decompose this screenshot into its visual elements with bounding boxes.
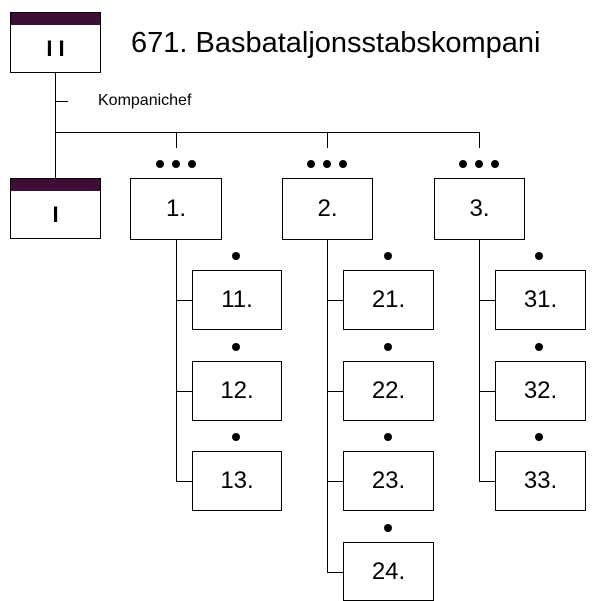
section-dot — [232, 433, 240, 441]
section-connector — [176, 481, 192, 482]
company-size-symbol: I — [52, 201, 59, 227]
platoon-dot — [172, 160, 180, 168]
platoon-3-box: 3. — [434, 178, 525, 240]
section-dot — [535, 252, 543, 260]
section-dot — [232, 252, 240, 260]
commander-connector — [55, 101, 68, 102]
section-box: 23. — [343, 451, 434, 511]
platoon-2-stem — [327, 240, 328, 572]
section-connector — [479, 481, 495, 482]
platoon-3-stem — [479, 240, 480, 481]
battalion-color-band — [11, 13, 100, 25]
platoon-dot — [475, 160, 483, 168]
section-connector — [327, 300, 343, 301]
section-box: 21. — [343, 270, 434, 330]
section-dot — [384, 524, 392, 532]
section-box: 31. — [495, 270, 586, 330]
platoon-1-stem — [176, 240, 177, 481]
platoon-dot — [188, 160, 196, 168]
platoon-1-drop — [176, 132, 177, 148]
section-dot — [232, 343, 240, 351]
section-box: 12. — [192, 361, 282, 421]
section-box: 33. — [495, 451, 586, 511]
platoon-dot — [491, 160, 499, 168]
trunk-line — [55, 73, 56, 178]
platoon-dot — [323, 160, 331, 168]
commander-label: Kompanichef — [98, 92, 192, 109]
platoon-dot — [156, 160, 164, 168]
platoon-1-box: 1. — [130, 178, 222, 240]
company-hq-box: I — [10, 178, 101, 239]
platoon-dot — [307, 160, 315, 168]
section-box: 22. — [343, 361, 434, 421]
section-box: 24. — [343, 542, 434, 601]
section-box: 11. — [192, 270, 282, 330]
platoon-bus-line — [55, 132, 480, 133]
unit-title: 671. Basbataljonsstabskompani — [131, 27, 541, 59]
platoon-dot — [339, 160, 347, 168]
section-dot — [535, 343, 543, 351]
section-box: 13. — [192, 451, 282, 511]
section-connector — [327, 481, 343, 482]
section-connector — [327, 572, 343, 573]
section-connector — [176, 300, 192, 301]
platoon-dot — [459, 160, 467, 168]
section-connector — [479, 391, 495, 392]
section-box: 32. — [495, 361, 586, 421]
section-connector — [176, 391, 192, 392]
section-dot — [384, 433, 392, 441]
platoon-2-drop — [327, 132, 328, 148]
section-connector — [479, 300, 495, 301]
section-connector — [327, 391, 343, 392]
platoon-3-drop — [479, 132, 480, 148]
battalion-size-symbol: I I — [46, 35, 65, 61]
section-dot — [535, 433, 543, 441]
battalion-hq-box: I I — [10, 12, 101, 73]
company-color-band — [11, 179, 100, 191]
platoon-2-box: 2. — [282, 178, 373, 240]
section-dot — [384, 252, 392, 260]
section-dot — [384, 343, 392, 351]
